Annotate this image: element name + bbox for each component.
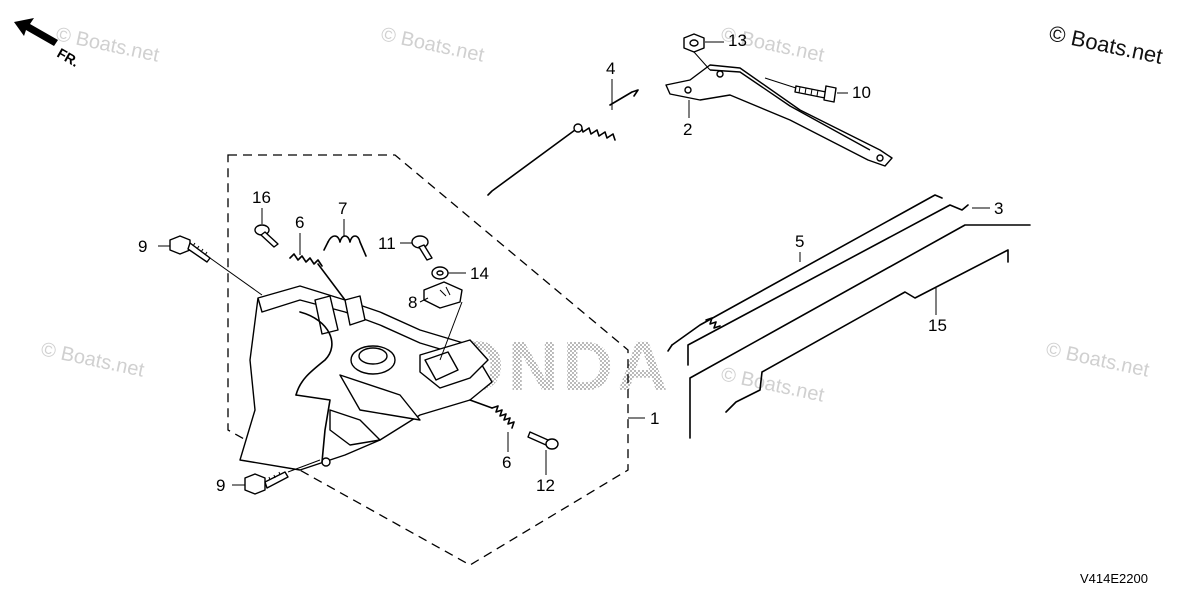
nut-13 xyxy=(683,33,705,53)
callout-16: 16 xyxy=(252,188,271,207)
callout-12: 12 xyxy=(536,476,555,495)
callout-leader xyxy=(209,257,263,296)
callout-13: 13 xyxy=(728,31,747,50)
watermark-text: © Boats.net xyxy=(719,363,827,406)
spring-6-upper xyxy=(289,253,346,301)
control-rod-3 xyxy=(687,204,1031,439)
callout-leader xyxy=(287,459,321,473)
callout-11: 11 xyxy=(378,234,396,253)
callout-leader xyxy=(764,77,797,89)
throttle-cable-5 xyxy=(667,194,943,352)
callout-leader xyxy=(439,301,463,361)
bolt-11 xyxy=(411,235,433,261)
spring-6-lower xyxy=(469,399,515,429)
callout-15: 15 xyxy=(928,316,947,335)
callout-3: 3 xyxy=(994,199,1003,218)
cable-clip-8 xyxy=(423,281,463,309)
callout-8: 8 xyxy=(408,293,417,312)
control-base-part xyxy=(239,285,493,471)
washer-14 xyxy=(431,266,449,280)
callout-4: 4 xyxy=(606,59,615,78)
callout-14: 14 xyxy=(470,264,489,283)
callout-1: 1 xyxy=(650,409,659,428)
watermark-text: © Boats.net xyxy=(1044,338,1152,381)
callout-7: 7 xyxy=(338,199,347,218)
callout-9-lower: 9 xyxy=(216,476,225,495)
assembly-outline xyxy=(227,154,629,566)
screw-12 xyxy=(527,431,559,450)
callout-6-lower: 6 xyxy=(502,453,511,472)
bolt-9-upper xyxy=(169,235,211,263)
callout-5: 5 xyxy=(795,232,804,251)
screw-16 xyxy=(254,224,279,248)
callout-2: 2 xyxy=(683,120,692,139)
watermark-text: © Boats.net xyxy=(39,338,147,381)
callout-9-upper: 9 xyxy=(138,237,147,256)
diagram-code: V414E2200 xyxy=(1080,571,1148,586)
callout-10: 10 xyxy=(852,83,871,102)
lever-arm-2 xyxy=(665,64,893,167)
spring-rod-4 xyxy=(487,89,639,196)
callout-leader xyxy=(693,51,711,71)
link-rod-15 xyxy=(725,249,1009,413)
callout-leader xyxy=(419,297,429,303)
watermark-main-text: © Boats.net xyxy=(1047,20,1165,68)
bolt-10 xyxy=(794,85,837,103)
spring-7 xyxy=(323,235,367,257)
callout-6-upper: 6 xyxy=(295,213,304,232)
watermark-text: © Boats.net xyxy=(379,23,487,66)
front-arrow-icon xyxy=(14,18,58,46)
bolt-9-lower xyxy=(244,471,289,495)
